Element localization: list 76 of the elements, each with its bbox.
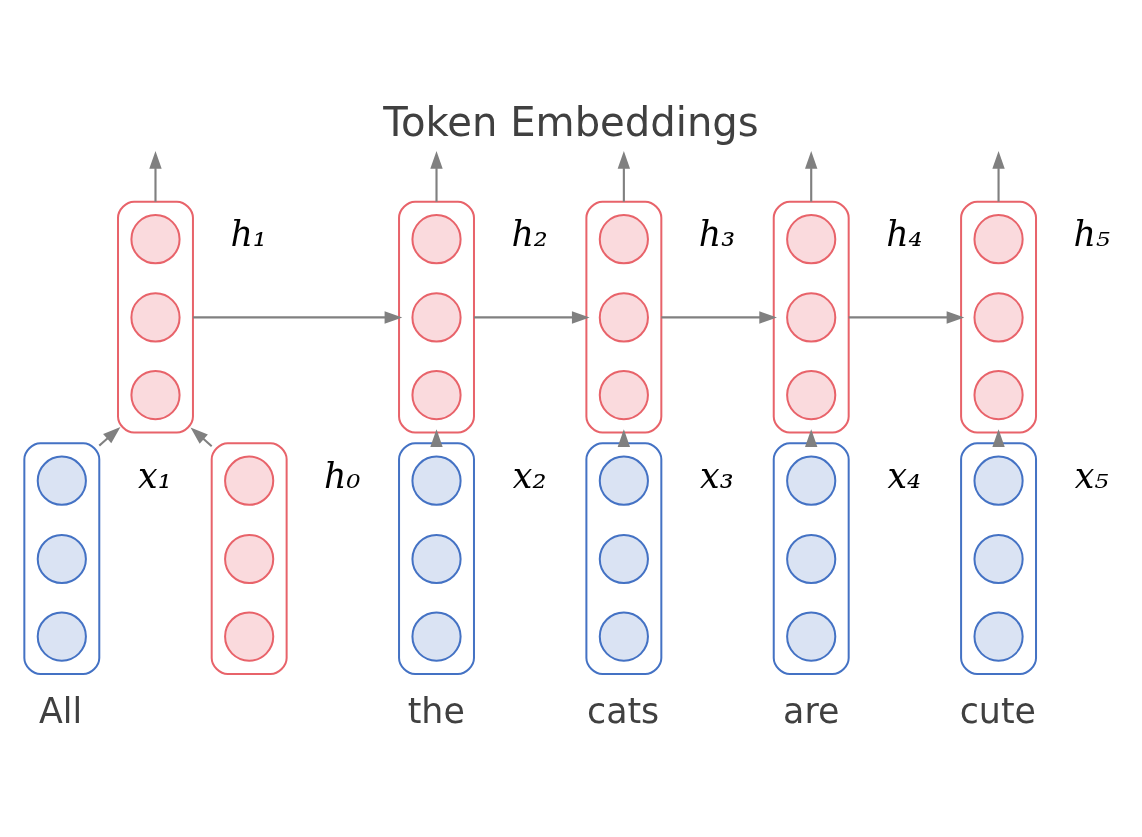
- node-circle: [130, 369, 181, 420]
- node-circle: [973, 611, 1024, 662]
- node-circle: [973, 533, 1024, 584]
- node-circle: [786, 369, 837, 420]
- arrow: [98, 426, 121, 446]
- node-circle: [224, 455, 275, 506]
- arrow: [430, 428, 443, 447]
- arrow: [661, 310, 777, 324]
- cluster: [23, 441, 101, 675]
- cluster: [585, 441, 663, 675]
- arrow: [992, 428, 1005, 447]
- node-circle: [130, 213, 181, 264]
- node-circle: [786, 213, 837, 264]
- node-label: x₂: [512, 455, 547, 496]
- diagram-title: Token Embeddings: [383, 98, 759, 145]
- node-circle: [786, 455, 837, 506]
- arrow: [474, 310, 590, 324]
- node-label: h₄: [886, 213, 923, 254]
- cluster: [585, 200, 663, 434]
- node-label: h₅: [1073, 213, 1110, 254]
- node-circle: [411, 369, 462, 420]
- node-label: h₀: [324, 455, 361, 496]
- cluster: [772, 200, 850, 434]
- node-label: x₄: [887, 455, 922, 496]
- arrow: [149, 150, 162, 202]
- node-circle: [224, 611, 275, 662]
- node-label: All: [39, 690, 83, 731]
- arrow: [617, 150, 631, 202]
- node-label: h₃: [698, 213, 736, 254]
- node-circle: [786, 533, 837, 584]
- node-circle: [598, 611, 649, 662]
- node-label: cats: [587, 690, 660, 731]
- node-label: x₁: [138, 455, 172, 496]
- node-circle: [598, 533, 649, 584]
- arrow: [805, 428, 818, 447]
- node-circle: [224, 533, 275, 584]
- node-label: h₁: [230, 213, 267, 254]
- node-circle: [411, 213, 462, 264]
- cluster: [772, 441, 850, 675]
- cluster: [398, 441, 475, 675]
- cluster: [398, 200, 475, 434]
- node-circle: [411, 611, 462, 662]
- cluster: [117, 200, 194, 434]
- node-circle: [130, 291, 181, 343]
- node-circle: [598, 213, 649, 264]
- arrow: [805, 150, 818, 202]
- node-circle: [973, 455, 1024, 506]
- node-label: are: [783, 690, 840, 731]
- node-label: x₃: [700, 455, 734, 496]
- node-circle: [973, 369, 1024, 420]
- node-circle: [786, 611, 837, 662]
- arrow: [848, 310, 965, 324]
- arrow: [192, 310, 403, 324]
- node-circle: [598, 455, 649, 506]
- node-label: h₂: [511, 213, 548, 254]
- node-circle: [36, 455, 87, 506]
- node-circle: [598, 291, 649, 343]
- node-label: cute: [959, 690, 1036, 731]
- node-circle: [973, 213, 1024, 264]
- node-circle: [411, 455, 462, 506]
- node-circle: [786, 291, 837, 343]
- node-circle: [973, 291, 1024, 343]
- node-circle: [36, 611, 87, 662]
- arrow: [992, 150, 1005, 202]
- node-circle: [411, 533, 462, 584]
- node-circle: [598, 369, 649, 420]
- arrow: [190, 426, 213, 447]
- node-circle: [36, 533, 87, 584]
- node-label: x₅: [1074, 455, 1109, 496]
- cluster: [960, 441, 1038, 675]
- arrow: [617, 428, 631, 447]
- node-circle: [411, 291, 462, 343]
- cluster: [960, 200, 1038, 434]
- arrow: [430, 150, 443, 202]
- node-label: the: [407, 690, 465, 731]
- cluster: [210, 441, 288, 675]
